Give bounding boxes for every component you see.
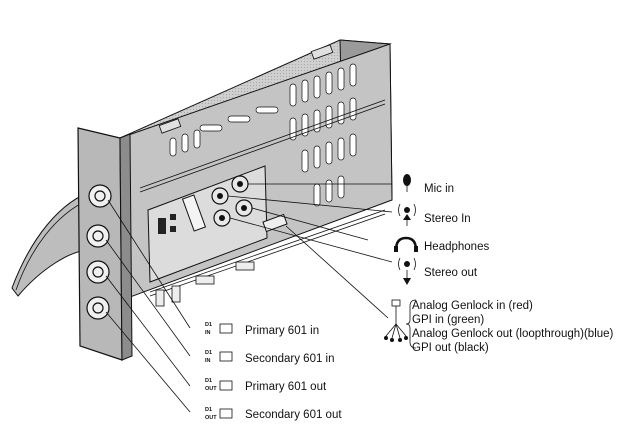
svg-text:Primary 601 in: Primary 601 in <box>245 325 319 337</box>
top-connector-2 <box>310 44 334 60</box>
vent-slots <box>169 63 357 207</box>
top-connector-1 <box>158 118 182 134</box>
lower-connector-3 <box>195 275 215 285</box>
genlock-brace <box>405 299 417 349</box>
svg-text:OUT: OUT <box>205 386 217 392</box>
label-genlock-out: Analog Genlock out (loopthrough)(blue) <box>412 328 614 340</box>
lower-connector-4 <box>235 261 255 271</box>
leader-lines <box>105 183 393 413</box>
genlock-connector <box>262 213 288 233</box>
svg-text:D1: D1 <box>205 407 212 413</box>
connector-icon <box>219 323 233 334</box>
svg-text:Secondary 601 in: Secondary 601 in <box>245 353 335 365</box>
svg-text:D1: D1 <box>205 378 212 384</box>
connector-icon <box>219 380 233 391</box>
bottom-label-secondary-in: D1 IN Secondary 601 in <box>205 350 335 365</box>
panel-indicator-3 <box>170 226 176 232</box>
svg-text:D1: D1 <box>205 322 212 328</box>
microphone-icon <box>403 174 411 192</box>
label-mic-in: Mic in <box>424 183 454 195</box>
speaker-wave-out-icon <box>398 257 416 285</box>
headphones-icon <box>394 236 418 252</box>
bnc-connectors <box>86 184 112 320</box>
svg-text:IN: IN <box>205 330 211 336</box>
connector-icon <box>219 408 233 419</box>
svg-text:IN: IN <box>205 358 211 364</box>
audio-panel <box>147 165 268 283</box>
svg-text:Primary 601 out: Primary 601 out <box>245 381 327 393</box>
board-lever <box>11 189 97 297</box>
speaker-wave-icon <box>398 203 416 226</box>
lower-connector-2 <box>171 285 181 303</box>
label-headphones: Headphones <box>424 241 489 253</box>
svg-text:Secondary 601 out: Secondary 601 out <box>245 409 342 421</box>
dsub-connector <box>181 194 207 232</box>
label-stereo-out: Stereo out <box>424 267 478 279</box>
panel-indicator-2 <box>170 214 176 220</box>
svg-text:OUT: OUT <box>205 415 217 421</box>
genlock-breakout-icon <box>384 299 408 342</box>
bottom-label-primary-out: D1 OUT Primary 601 out <box>205 378 327 393</box>
connector-icon <box>219 351 233 362</box>
label-stereo-in: Stereo In <box>424 213 471 225</box>
bottom-label-secondary-out: D1 OUT Secondary 601 out <box>205 407 342 421</box>
label-gpi-out: GPI out (black) <box>412 342 489 354</box>
label-genlock-in: Analog Genlock in (red) <box>412 300 533 312</box>
label-gpi-in: GPI in (green) <box>412 314 484 326</box>
svg-text:D1: D1 <box>205 350 212 356</box>
lower-connector-1 <box>155 289 165 307</box>
bottom-label-primary-in: D1 IN Primary 601 in <box>205 322 319 337</box>
panel-indicator-1 <box>158 218 166 234</box>
video-audio-board <box>11 39 393 361</box>
